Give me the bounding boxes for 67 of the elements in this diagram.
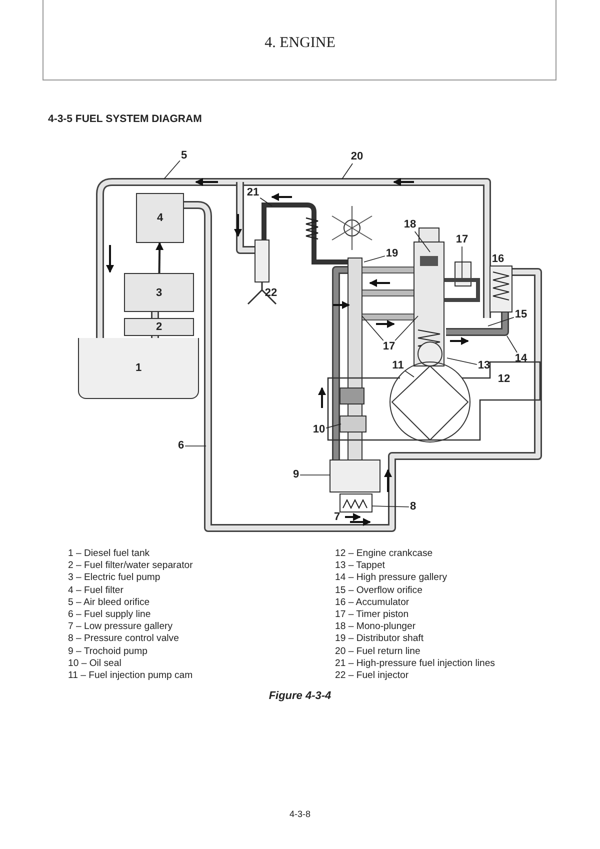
leader-line — [372, 506, 410, 508]
key-entry: 5 – Air bleed orifice — [68, 596, 150, 608]
leader-line — [342, 163, 353, 180]
key-entry: 22 – Fuel injector — [335, 670, 409, 681]
key-entry: 16 – Accumulator — [335, 596, 410, 608]
key-entry: 2 – Fuel filter/water separator — [68, 560, 193, 572]
callout-number: 8 — [408, 500, 418, 514]
leader-line — [364, 256, 386, 262]
callout-number: 6 — [176, 440, 186, 452]
key-entry: 18 – Mono-plunger — [335, 621, 416, 632]
fuel-filter-box — [136, 193, 184, 243]
part-number: 4 — [156, 212, 164, 224]
callout-number: 21 — [246, 186, 260, 200]
key-entry: 21 – High-pressure fuel injection lines — [335, 658, 495, 669]
callout-number: 12 — [498, 373, 510, 385]
part-number: 2 — [154, 321, 164, 333]
leader-line — [362, 316, 384, 341]
leader-line — [446, 358, 478, 365]
leader-line — [326, 424, 342, 428]
flow-arrow — [156, 242, 164, 274]
key-entry: 8 – Pressure control valve — [68, 633, 179, 644]
leader-line — [300, 474, 330, 476]
callout-number: 10 — [312, 424, 326, 436]
key-entry: 4 – Fuel filter — [68, 584, 124, 596]
key-entry: 14 – High pressure gallery — [335, 572, 447, 584]
callout-number: 22 — [264, 287, 278, 299]
section-title: 4-3-5 FUEL SYSTEM DIAGRAM — [48, 113, 202, 125]
key-entry: 6 – Fuel supply line — [68, 609, 151, 620]
part-number: 1 — [134, 362, 143, 374]
callout-number: 9 — [292, 468, 300, 482]
page-number: 4-3-8 — [288, 809, 312, 819]
key-entry: 12 – Engine crankcase — [335, 548, 433, 559]
key-entry: 20 – Fuel return line — [335, 646, 420, 657]
figure-caption: Figure 4-3-4 — [268, 690, 332, 702]
key-entry: 3 – Electric fuel pump — [68, 572, 160, 584]
page-header: 4. ENGINE — [264, 35, 336, 52]
callout-number: 20 — [350, 150, 364, 164]
leader-line — [506, 336, 518, 353]
fuel-tank — [78, 338, 199, 399]
callout-number: 7 — [334, 511, 340, 523]
callout-number: 11 — [391, 360, 405, 372]
part-number: 3 — [154, 286, 164, 298]
leader-line — [414, 231, 430, 252]
fuel-pump-box — [124, 273, 194, 312]
callout-number: 19 — [384, 248, 400, 260]
key-entry: 9 – Trochoid pump — [68, 646, 148, 657]
leader-line — [394, 316, 418, 341]
callout-number: 18 — [402, 218, 418, 232]
callout-number: 16 — [492, 253, 504, 265]
key-entry: 17 – Timer piston — [335, 609, 409, 620]
key-entry: 10 – Oil seal — [68, 658, 122, 669]
callout-number: 15 — [514, 308, 528, 322]
leader-line — [488, 316, 514, 326]
key-entry: 1 – Diesel fuel tank — [68, 548, 150, 559]
callout-number: 14 — [514, 352, 528, 366]
key-entry: 19 – Distributor shaft — [335, 633, 424, 644]
callout-number: 5 — [180, 150, 188, 162]
key-entry: 13 – Tappet — [335, 560, 385, 572]
callout-number: 17 — [454, 234, 470, 246]
key-entry: 7 – Low pressure gallery — [68, 621, 173, 632]
leader-line — [260, 197, 272, 206]
filter-separator-box — [124, 318, 194, 336]
leader-line — [164, 160, 180, 180]
key-entry: 11 – Fuel injection pump cam — [68, 670, 193, 681]
leader-line — [404, 370, 414, 378]
key-entry: 15 – Overflow orifice — [335, 584, 422, 596]
callout-number: 17 — [382, 340, 396, 354]
